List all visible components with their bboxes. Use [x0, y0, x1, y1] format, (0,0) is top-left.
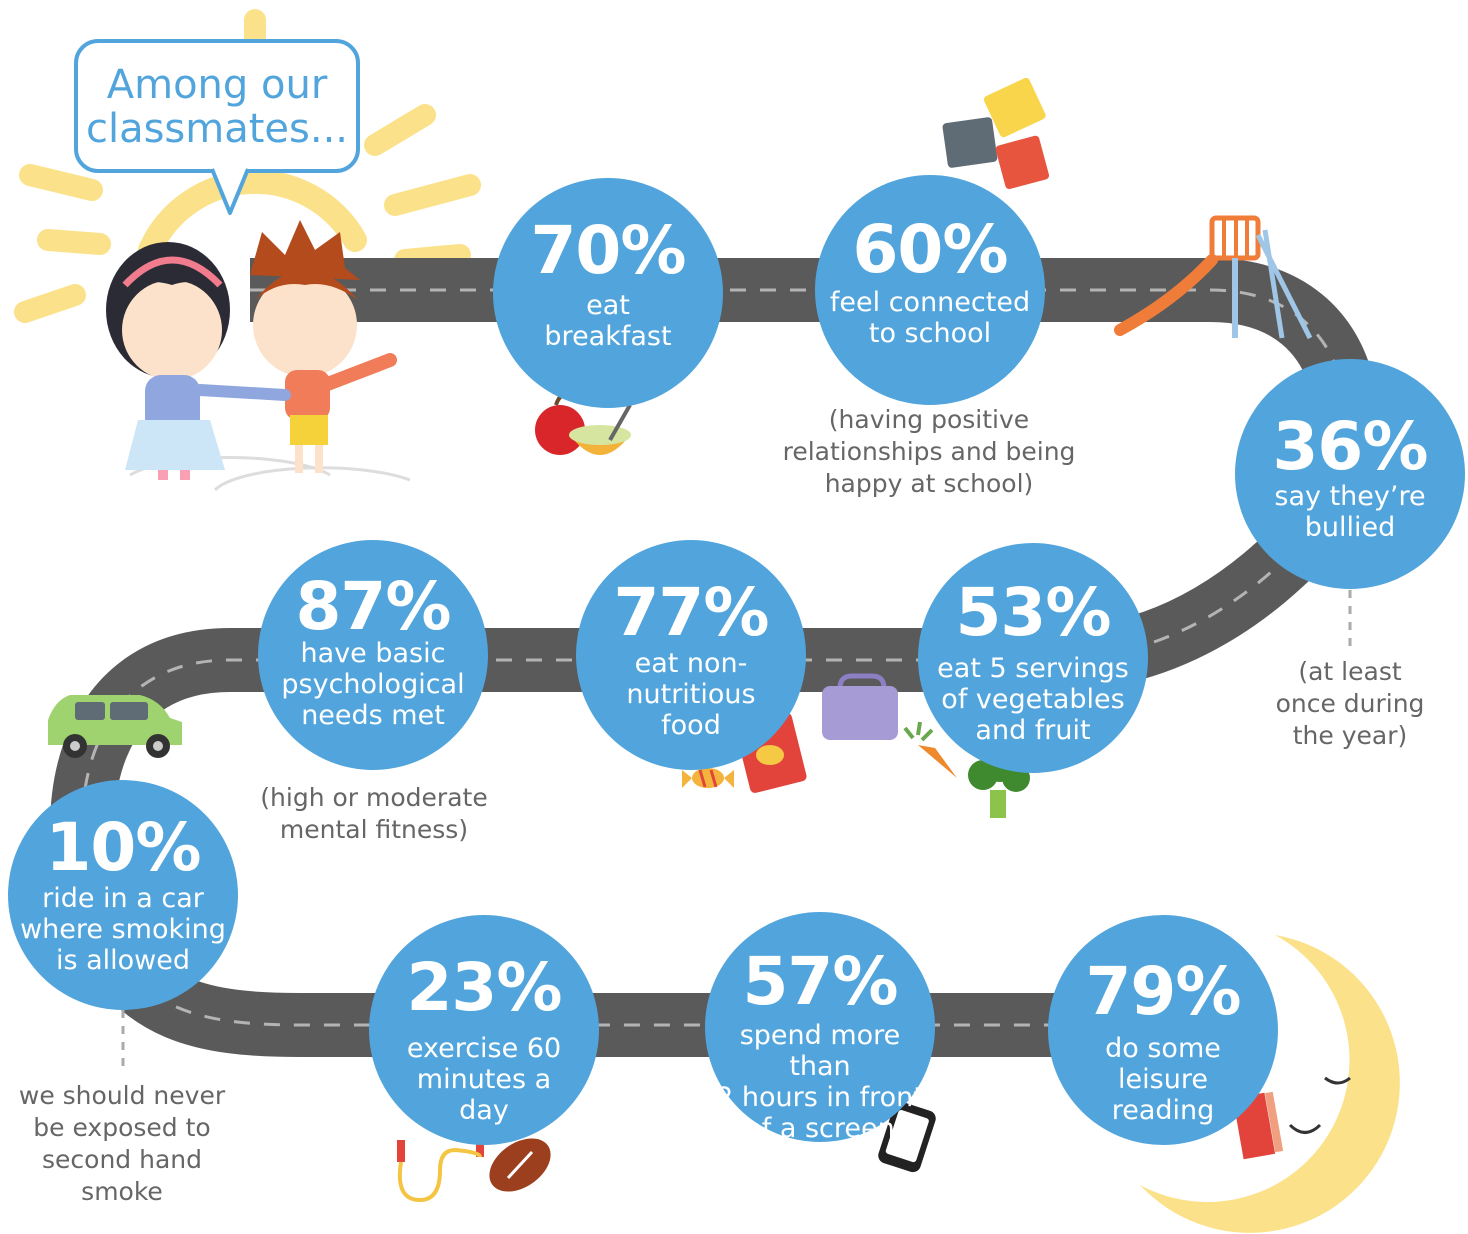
- note-line: mental fitness): [279, 815, 469, 844]
- stat-circle-breakfast: 70% eat breakfast: [493, 178, 723, 408]
- stat-percent-nonnutritious: 77%: [613, 574, 770, 651]
- stat-label-line: leisure: [1118, 1064, 1208, 1095]
- stat-percent-exercise: 23%: [406, 949, 563, 1026]
- stat-label-line: breakfast: [544, 321, 672, 352]
- speech-bubble-tail: [210, 168, 250, 215]
- note-psych: (high or moderate mental fitness): [240, 782, 508, 846]
- stat-percent-reading: 79%: [1085, 953, 1242, 1030]
- stat-circle-screen: 57% spend more than 2 hours in front of …: [705, 912, 935, 1144]
- stat-label-line: psychological: [281, 669, 465, 700]
- stat-label-line: eat 5 servings: [937, 653, 1129, 684]
- stat-label-line: eat: [586, 290, 630, 321]
- speech-bubble: Among our classmates...: [74, 39, 360, 173]
- note-bullied: (at least once during the year): [1255, 656, 1445, 752]
- kids-illustration: [106, 220, 411, 492]
- apple-bowl-icon: [535, 392, 632, 455]
- phone-icon: [878, 1101, 936, 1173]
- stat-circle-smoking: 10% ride in a car where smoking is allow…: [8, 780, 238, 1010]
- puzzle-icon: [942, 77, 1050, 190]
- bubble-line-2: classmates...: [85, 106, 349, 152]
- stat-label-line: say they’re: [1274, 481, 1426, 512]
- slide-icon: [1114, 215, 1313, 340]
- lunchbox-icon: [822, 673, 898, 740]
- stat-label-line: is allowed: [55, 945, 191, 976]
- stat-label-line: of a screen: [745, 1113, 895, 1144]
- stat-label-line: 2 hours in front: [716, 1082, 924, 1113]
- stat-circle-bullied: 36% say they’re bullied: [1235, 359, 1465, 589]
- stat-percent-smoking: 10%: [45, 809, 202, 886]
- note-line: relationships and being: [782, 437, 1076, 466]
- car-icon: [48, 695, 182, 758]
- stat-label-line: to school: [868, 318, 992, 349]
- note-line: (at least: [1298, 657, 1402, 686]
- stat-percent-vegetables: 53%: [955, 574, 1112, 651]
- stat-label-line: minutes a: [416, 1064, 552, 1095]
- stat-circle-reading: 79% do some leisure reading: [1048, 915, 1278, 1145]
- stat-label-line: feel connected: [829, 287, 1031, 318]
- note-line: be exposed to: [33, 1113, 211, 1142]
- stat-label-line: have basic: [300, 638, 446, 669]
- candy-icon: [682, 768, 734, 788]
- note-line: (high or moderate: [260, 783, 488, 812]
- moon-icon: [1140, 935, 1400, 1233]
- stat-label-line: bullied: [1304, 512, 1396, 543]
- stat-label-line: day: [459, 1095, 509, 1126]
- note-connected: (having positive relationships and being…: [770, 404, 1088, 500]
- stat-circle-vegetables: 53% eat 5 servings of vegetables and fru…: [918, 543, 1148, 773]
- note-line: smoke: [81, 1177, 163, 1206]
- stat-label-line: do some: [1105, 1033, 1221, 1064]
- note-line: happy at school): [824, 469, 1034, 498]
- note-line: (having positive: [828, 405, 1030, 434]
- stat-label-line: reading: [1111, 1095, 1215, 1126]
- note-line: we should never: [18, 1081, 226, 1110]
- stat-circle-psych: 87% have basic psychological needs met: [258, 540, 488, 770]
- note-smoking: we should never be exposed to second han…: [10, 1080, 234, 1208]
- stat-percent-bullied: 36%: [1272, 408, 1429, 485]
- football-icon: [489, 1138, 551, 1192]
- stat-label-line: of vegetables: [941, 684, 1125, 715]
- note-line: second hand: [42, 1145, 202, 1174]
- stat-label-line: spend more than: [739, 1020, 901, 1082]
- stat-circle-exercise: 23% exercise 60 minutes a day: [369, 915, 599, 1145]
- stat-percent-screen: 57%: [742, 943, 899, 1020]
- jump-rope-icon: [397, 1135, 484, 1203]
- stat-label-line: and fruit: [975, 715, 1091, 746]
- stat-label-line: nutritious: [626, 679, 756, 710]
- note-line: once during: [1275, 689, 1425, 718]
- stat-percent-connected: 60%: [852, 211, 1009, 288]
- stat-label-line: ride in a car: [42, 883, 204, 914]
- stat-label-line: food: [661, 710, 721, 741]
- stat-circle-connected: 60% feel connected to school: [815, 175, 1045, 405]
- stat-percent-psych: 87%: [295, 568, 452, 645]
- stat-label-line: eat non-: [634, 648, 748, 679]
- bubble-line-1: Among our: [106, 62, 328, 108]
- stat-circle-nonnutritious: 77% eat non- nutritious food: [576, 540, 806, 770]
- stat-label-line: needs met: [301, 700, 445, 731]
- stat-label-line: exercise 60: [406, 1033, 562, 1064]
- stat-percent-breakfast: 70%: [530, 212, 687, 289]
- carrot-icon: [903, 721, 957, 778]
- stat-label-line: where smoking: [20, 914, 226, 945]
- note-line: the year): [1292, 721, 1408, 750]
